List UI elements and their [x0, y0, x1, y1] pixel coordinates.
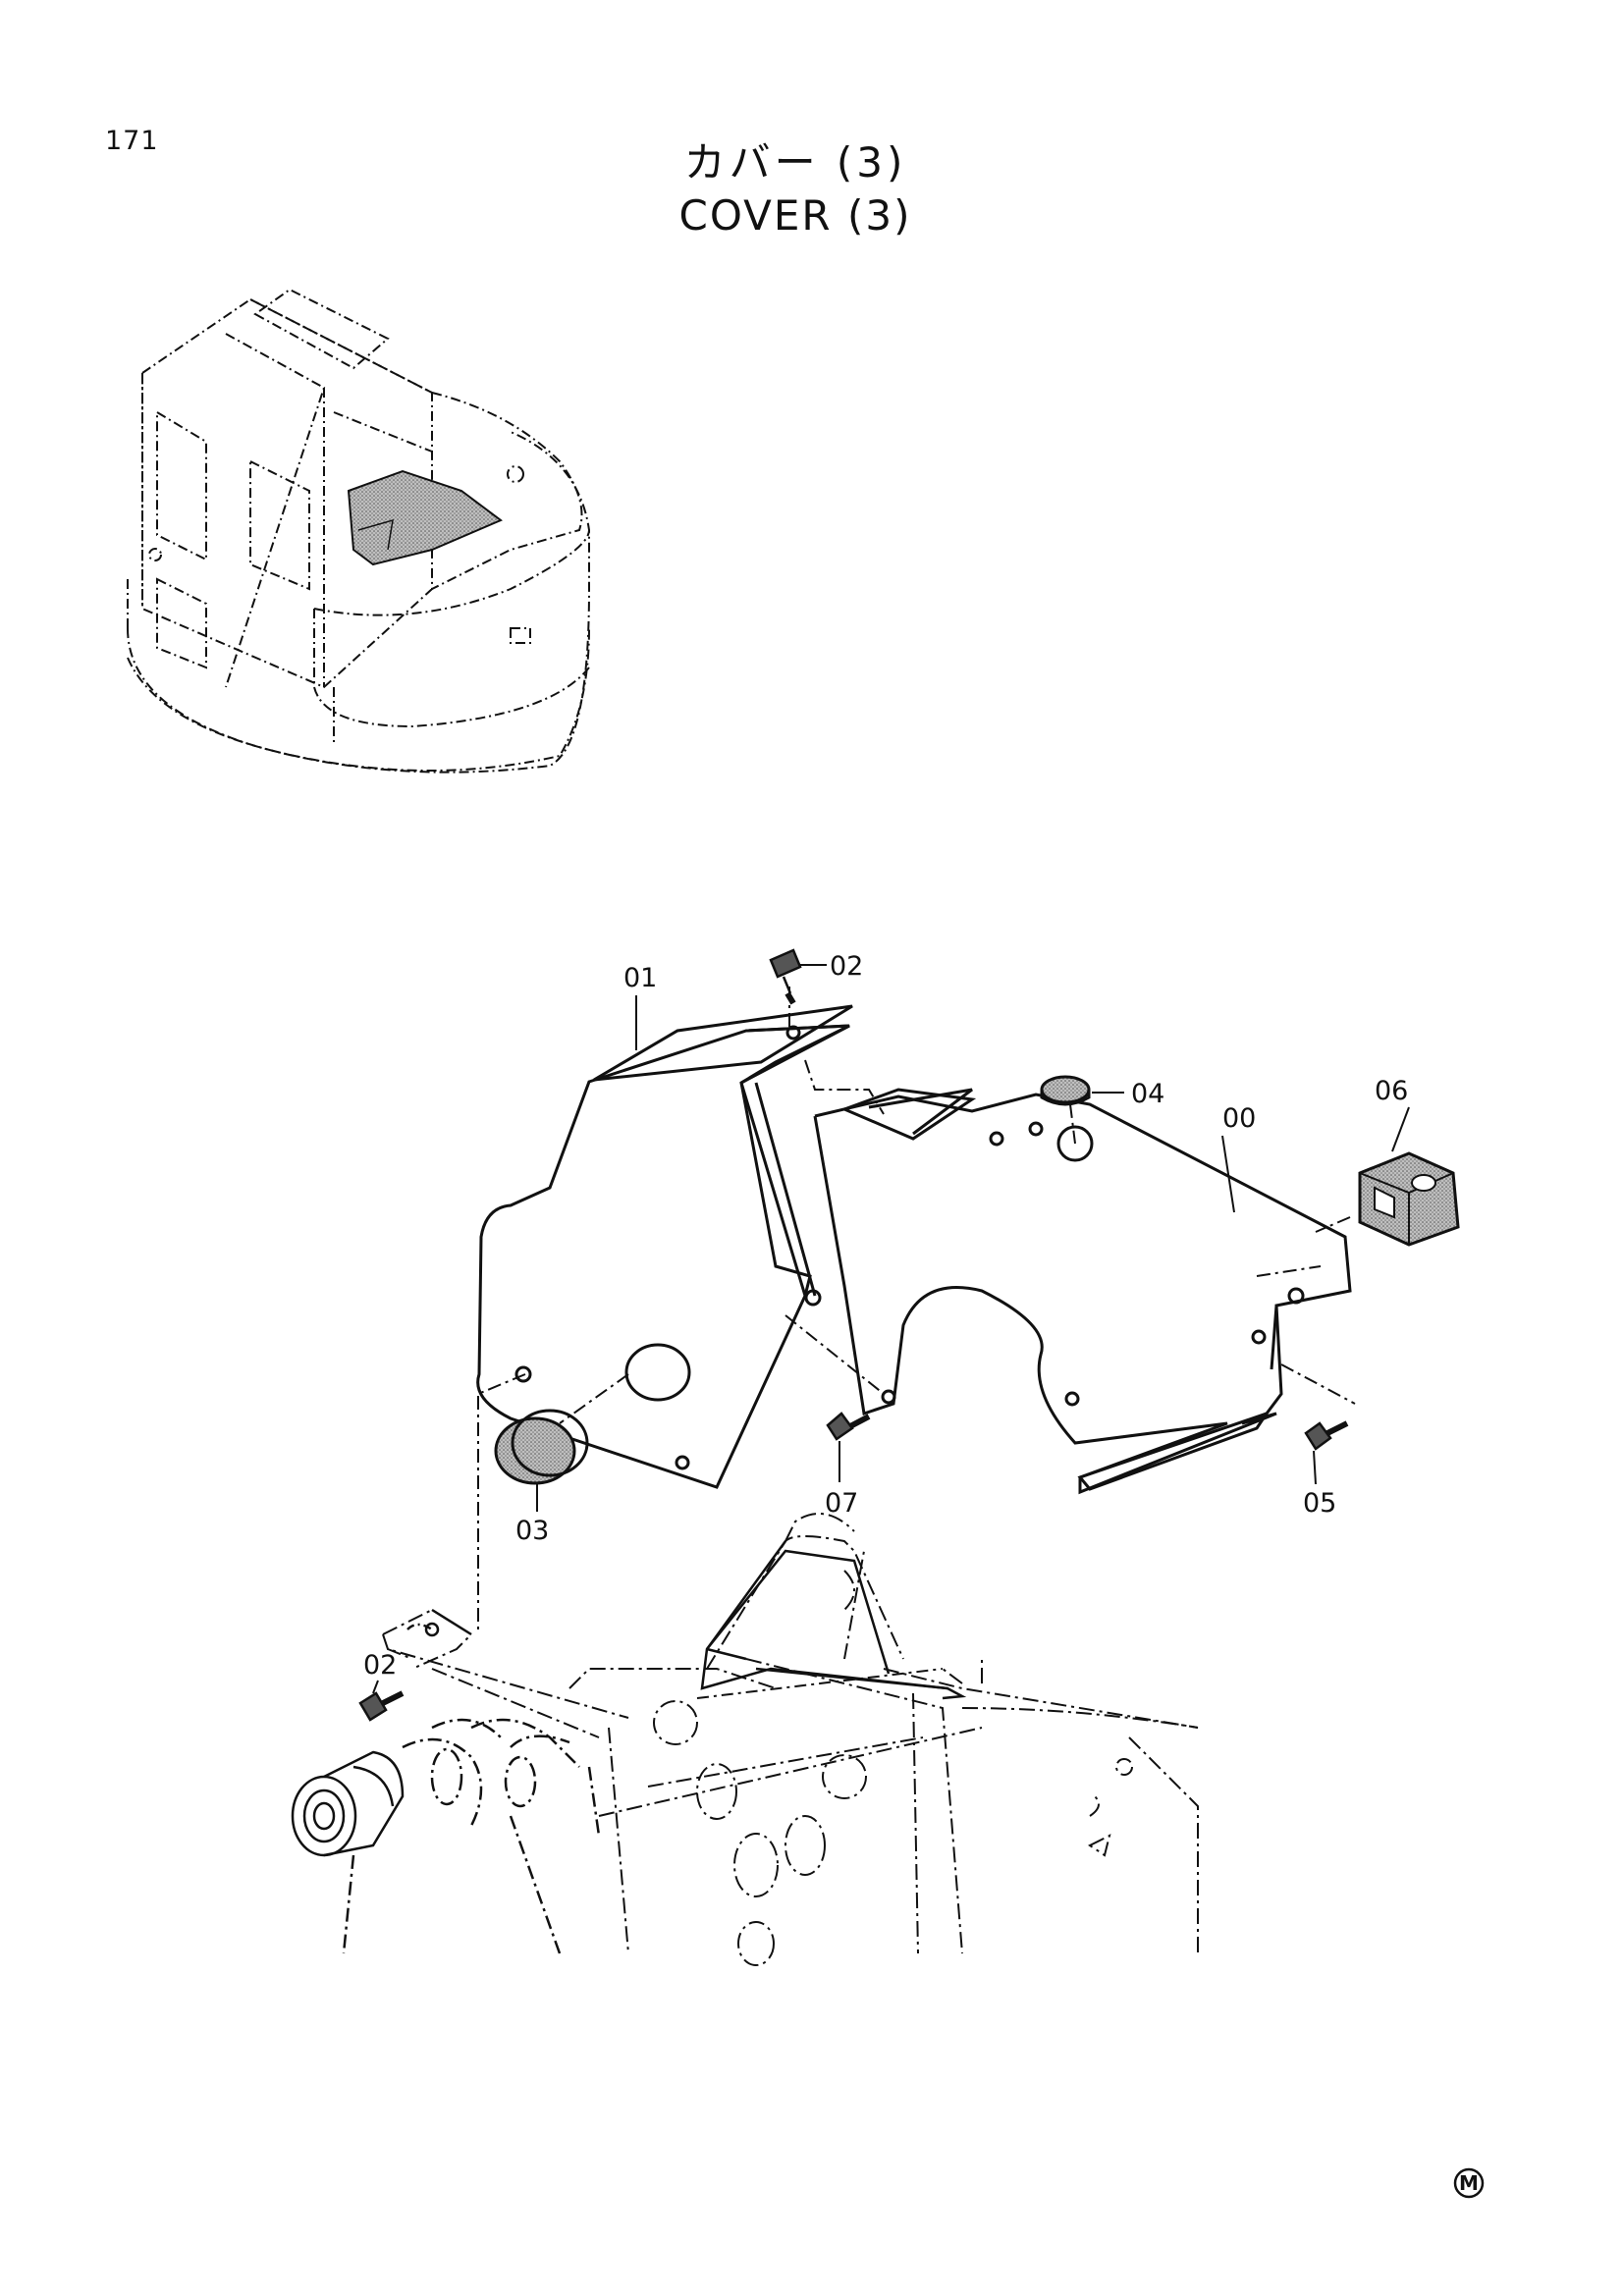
callout-06: 06 [1375, 1076, 1408, 1106]
assembly-lines [387, 987, 1356, 1660]
page-title: カバー (3) COVER (3) [589, 137, 1001, 243]
page-number: 171 [105, 126, 159, 156]
lower-cylinder [291, 1718, 601, 1954]
callout-07: 07 [825, 1488, 858, 1519]
machine-overview [127, 288, 590, 774]
title-english: COVER (3) [678, 191, 912, 240]
lower-bracket [406, 1540, 967, 1700]
callout-00: 00 [1222, 1103, 1256, 1134]
callout-01: 01 [623, 963, 657, 993]
title-japanese: カバー (3) [683, 138, 907, 187]
callout-04: 04 [1131, 1079, 1164, 1109]
leader-lines [372, 964, 1410, 1694]
m-mark: M [1453, 2167, 1485, 2199]
overview-highlight [347, 469, 503, 566]
part-06-block [1358, 1151, 1460, 1247]
part-00-cover [813, 1088, 1352, 1495]
callout-03: 03 [515, 1516, 549, 1546]
callout-labels: 01 02 02 03 04 00 06 07 05 [363, 951, 1408, 1681]
part-01-cover [476, 1004, 853, 1489]
callout-05: 05 [1303, 1488, 1336, 1519]
bolt-02-lower [358, 1690, 405, 1722]
bolt-05 [1304, 1420, 1349, 1451]
part-03-plug [494, 1409, 589, 1485]
callout-02-top: 02 [830, 951, 863, 982]
callout-02-lower: 02 [363, 1650, 397, 1681]
part-04-plug [1040, 1075, 1091, 1106]
m-mark-letter: M [1459, 2171, 1479, 2195]
upper-frame [382, 1513, 1199, 1966]
bolt-02-top [769, 948, 802, 1005]
bolt-07 [826, 1412, 871, 1441]
